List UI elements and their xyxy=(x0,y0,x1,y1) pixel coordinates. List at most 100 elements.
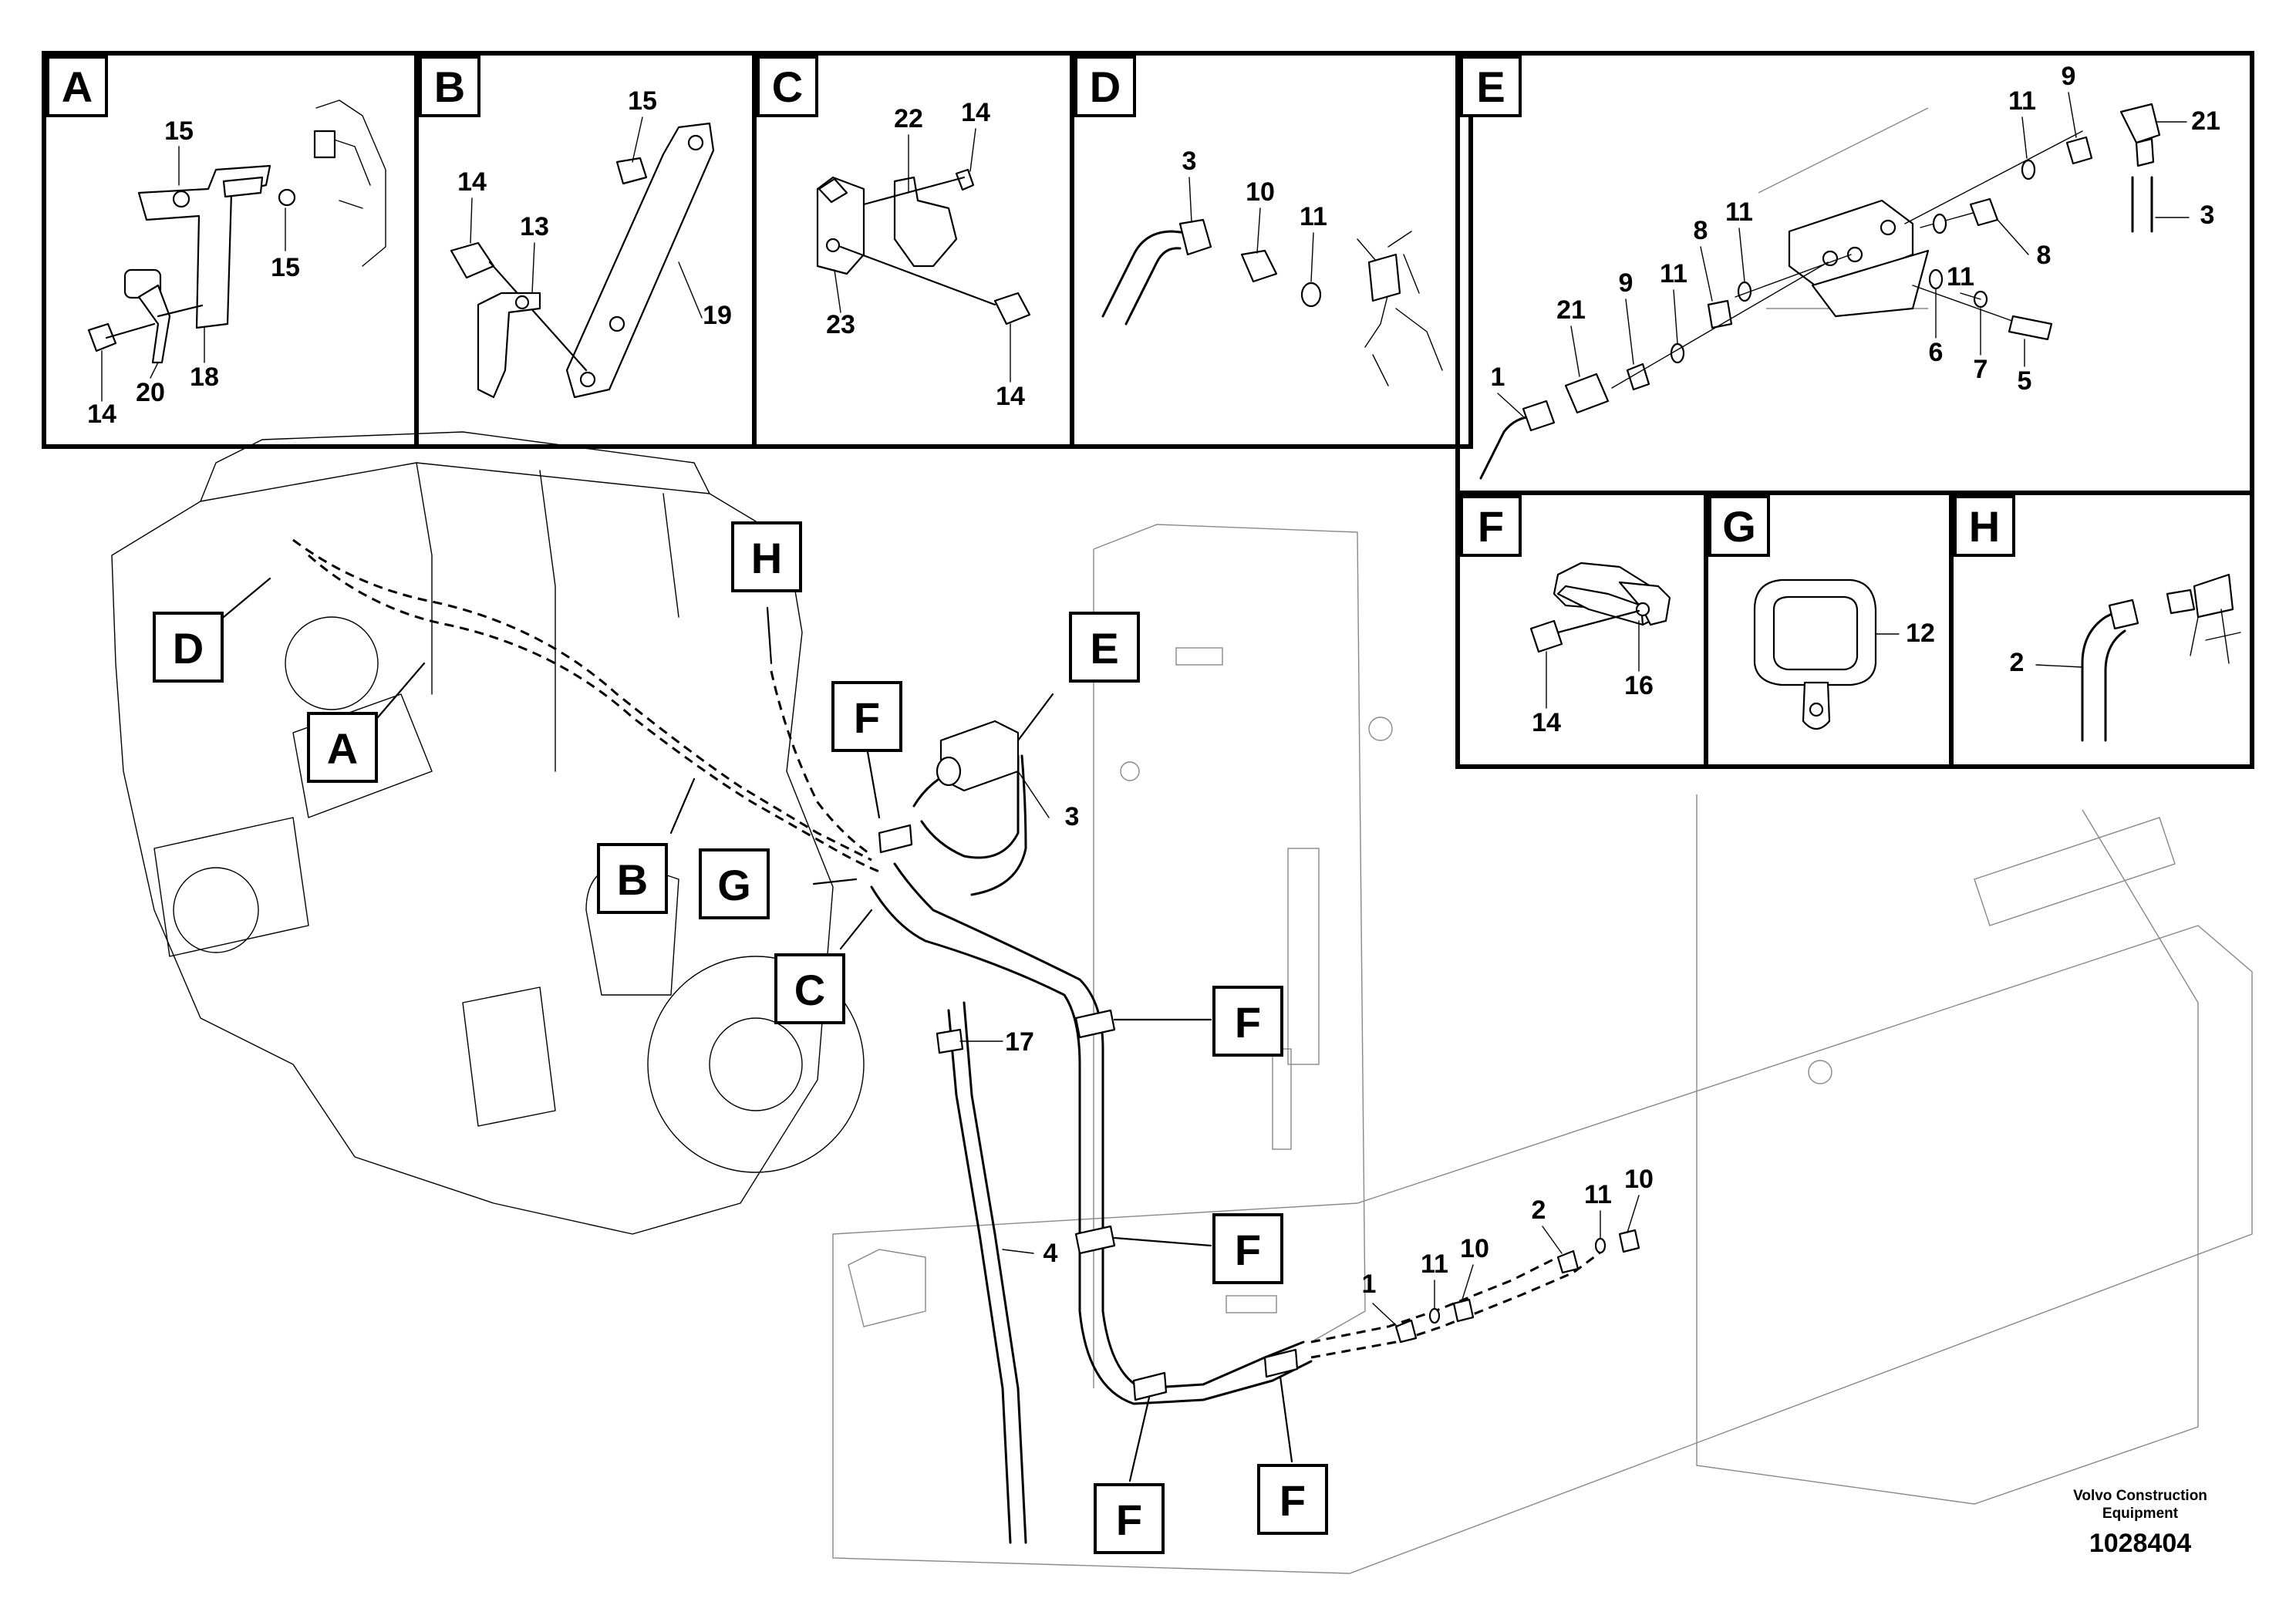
svg-text:E: E xyxy=(1476,62,1505,111)
svg-text:10: 10 xyxy=(1246,177,1275,207)
svg-text:12: 12 xyxy=(1906,619,1935,648)
panel-d-letter-tag: D xyxy=(1074,56,1136,117)
panel-g: G 12 xyxy=(1708,495,1935,730)
svg-text:6: 6 xyxy=(1929,338,1944,367)
svg-text:D: D xyxy=(173,624,204,673)
panel-b: B 15 14 13 19 xyxy=(419,56,732,399)
svg-text:8: 8 xyxy=(2037,241,2052,270)
hose-adapter xyxy=(1564,373,1610,414)
panel-d: D 3 10 11 xyxy=(1074,56,1443,386)
svg-text:H: H xyxy=(1969,502,2000,551)
footer: Volvo Construction Equipment 1028404 xyxy=(2073,1488,2207,1558)
panel-e: E 11 9 21 3 xyxy=(1460,56,2220,480)
panel-f: F 14 16 xyxy=(1460,495,1671,737)
svg-text:C: C xyxy=(772,62,803,111)
panel-h-letter-tag: H xyxy=(1954,495,2015,557)
svg-text:9: 9 xyxy=(1619,268,1633,298)
svg-text:11: 11 xyxy=(1660,259,1687,288)
svg-text:F: F xyxy=(1478,502,1504,551)
svg-text:B: B xyxy=(434,62,465,111)
svg-text:15: 15 xyxy=(164,116,194,146)
svg-text:9: 9 xyxy=(2062,62,2076,91)
hose-clamp xyxy=(1074,1225,1116,1255)
svg-text:3: 3 xyxy=(2200,201,2215,230)
panel-e-letter-tag: E xyxy=(1460,56,1522,117)
svg-text:3: 3 xyxy=(1182,147,1197,176)
svg-text:14: 14 xyxy=(87,400,116,429)
svg-text:11: 11 xyxy=(1584,1180,1612,1209)
svg-text:11: 11 xyxy=(1947,262,1974,292)
svg-text:G: G xyxy=(717,861,751,909)
main-tag-f-upper: F xyxy=(831,681,902,752)
company-name-line2: Equipment xyxy=(2102,1506,2179,1522)
svg-text:19: 19 xyxy=(703,301,732,330)
main-tag-c: C xyxy=(774,953,845,1024)
panel-a-letter-tag: A xyxy=(46,56,108,117)
svg-text:A: A xyxy=(62,62,93,111)
svg-text:F: F xyxy=(1235,1226,1261,1274)
hose-clamp xyxy=(1132,1371,1168,1401)
hose-clamp xyxy=(878,824,913,854)
svg-text:15: 15 xyxy=(271,253,300,282)
svg-text:C: C xyxy=(794,966,825,1014)
main-tag-g: G xyxy=(699,848,770,919)
svg-text:17: 17 xyxy=(1005,1027,1034,1057)
svg-text:22: 22 xyxy=(894,104,923,133)
svg-text:10: 10 xyxy=(1460,1234,1489,1263)
hose-clamp xyxy=(137,284,171,364)
drawing-number: 1028404 xyxy=(2089,1529,2191,1558)
svg-text:8: 8 xyxy=(1694,216,1708,245)
svg-text:F: F xyxy=(1235,998,1261,1047)
panel-a: A 15 15 14 20 18 xyxy=(46,56,386,429)
panel-c-letter-tag: C xyxy=(757,56,818,117)
svg-text:F: F xyxy=(1116,1496,1142,1544)
hose-fitting xyxy=(2108,599,2139,630)
svg-text:21: 21 xyxy=(2191,106,2220,136)
svg-text:11: 11 xyxy=(1725,197,1753,227)
svg-text:3: 3 xyxy=(1065,802,1080,831)
hose-clamp xyxy=(1074,1009,1116,1039)
hose-clamp xyxy=(1263,1348,1299,1378)
svg-text:13: 13 xyxy=(520,212,549,241)
panel-h: H 2 xyxy=(1954,495,2241,742)
hose-fitting xyxy=(1178,218,1212,256)
panel-b-letter-tag: B xyxy=(419,56,480,117)
svg-text:23: 23 xyxy=(826,310,855,339)
svg-text:11: 11 xyxy=(1300,202,1327,231)
svg-text:1: 1 xyxy=(1362,1270,1377,1299)
p-clamp xyxy=(477,292,541,399)
main-tag-b: B xyxy=(597,843,668,914)
p-clamp xyxy=(893,176,958,268)
svg-text:11: 11 xyxy=(2008,86,2036,116)
detail-panels xyxy=(42,51,2254,769)
company-name-line1: Volvo Construction xyxy=(2073,1488,2207,1504)
svg-text:5: 5 xyxy=(2018,366,2032,396)
svg-text:D: D xyxy=(1090,62,1121,111)
svg-text:2: 2 xyxy=(2010,648,2025,677)
panel-f-letter-tag: F xyxy=(1460,495,1522,557)
svg-text:14: 14 xyxy=(961,98,990,127)
main-tag-h: H xyxy=(731,521,802,592)
main-tag-f-bottom-right: F xyxy=(1257,1464,1328,1535)
main-assembly-view: 3 17 4 1 11 10 2 11 10 D A H xyxy=(111,431,2253,1574)
svg-text:16: 16 xyxy=(1624,671,1654,700)
svg-text:F: F xyxy=(1279,1476,1306,1525)
svg-text:2: 2 xyxy=(1532,1195,1546,1225)
svg-text:18: 18 xyxy=(190,363,219,392)
svg-text:20: 20 xyxy=(136,378,165,407)
svg-text:15: 15 xyxy=(628,86,657,116)
support-strap xyxy=(565,122,715,399)
svg-text:7: 7 xyxy=(1974,355,1988,384)
svg-text:A: A xyxy=(327,724,358,773)
main-tag-e: E xyxy=(1069,612,1140,683)
svg-text:14: 14 xyxy=(996,382,1025,411)
svg-text:E: E xyxy=(1090,624,1118,673)
svg-text:4: 4 xyxy=(1043,1239,1058,1268)
svg-text:21: 21 xyxy=(1556,295,1586,325)
main-tag-a: A xyxy=(307,712,378,783)
main-tag-f-middle: F xyxy=(1212,986,1283,1057)
svg-text:B: B xyxy=(617,855,648,904)
main-tag-d: D xyxy=(153,612,224,683)
main-tag-f-lower: F xyxy=(1212,1213,1283,1284)
